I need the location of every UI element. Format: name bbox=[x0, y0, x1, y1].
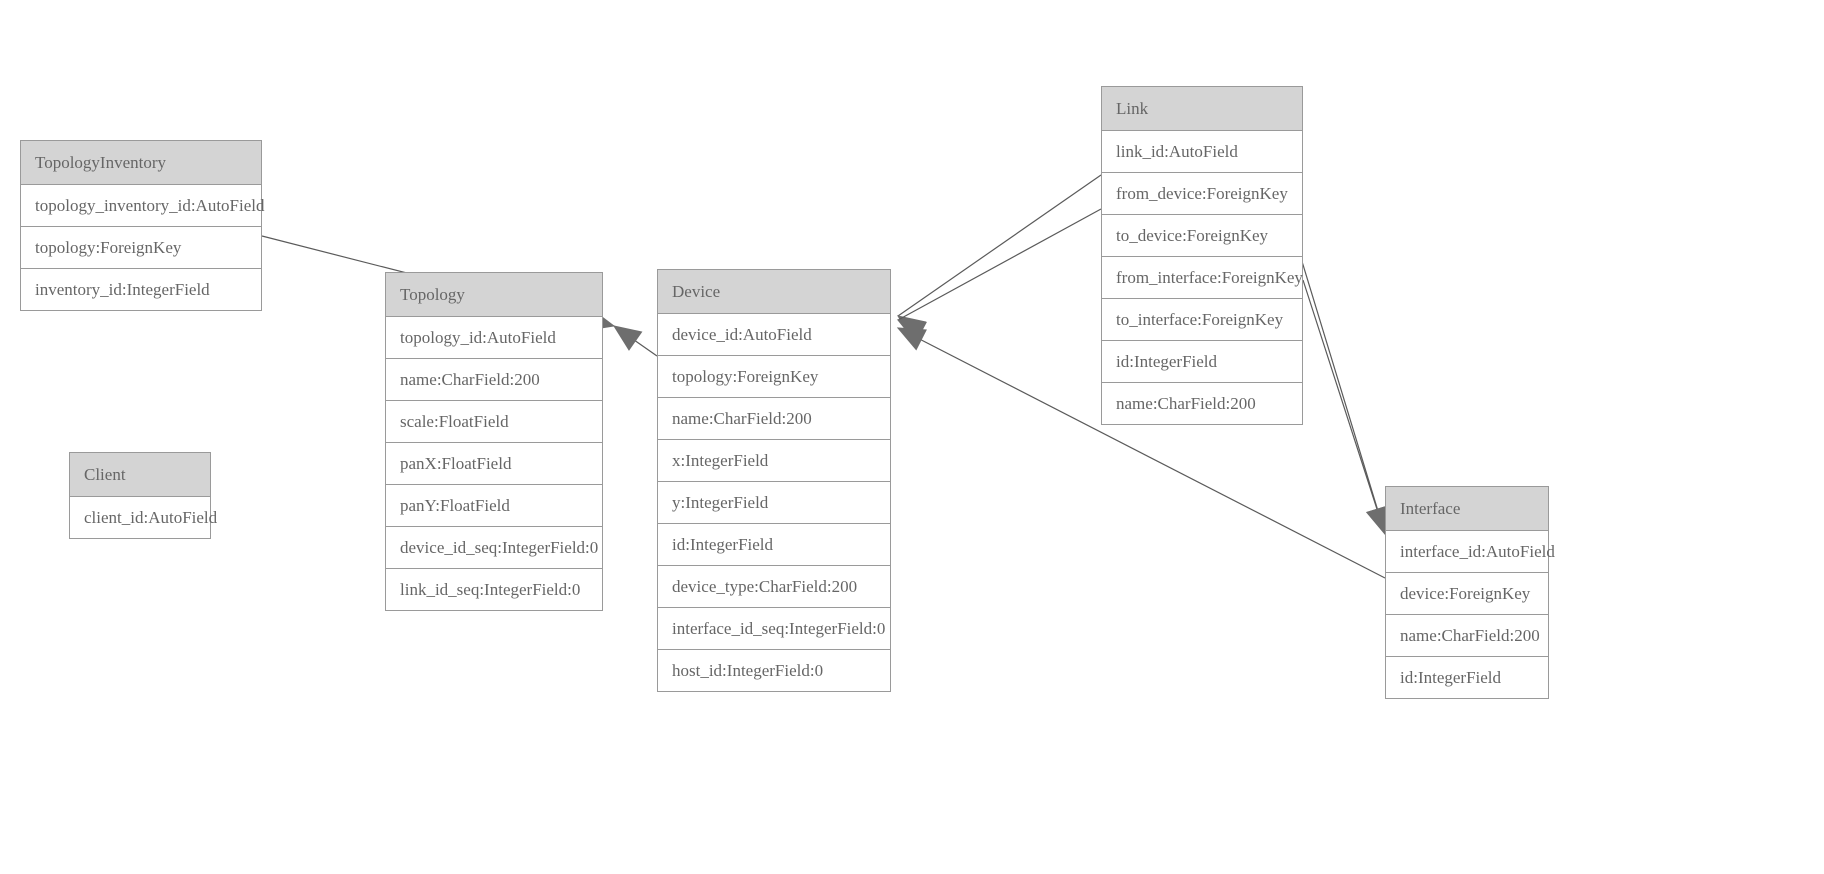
relationship-arrowhead bbox=[896, 319, 927, 343]
entity-field-row[interactable]: client_id:AutoField bbox=[70, 497, 217, 538]
relationship-arrowhead bbox=[896, 327, 927, 351]
entity-field-row[interactable]: panX:FloatField bbox=[386, 443, 602, 485]
entity-field-row[interactable]: id:IntegerField bbox=[1386, 657, 1548, 698]
entity-field-row[interactable]: topology_id:AutoField bbox=[386, 317, 602, 359]
entity-field-row[interactable]: topology:ForeignKey bbox=[21, 227, 261, 269]
entity-field-row[interactable]: device:ForeignKey bbox=[1386, 573, 1548, 615]
relationship-line bbox=[1296, 244, 1386, 535]
entity-field-row[interactable]: from_interface:ForeignKey bbox=[1102, 257, 1303, 299]
relationship-line bbox=[897, 174, 1102, 317]
entity-field-row[interactable]: device_id:AutoField bbox=[658, 314, 890, 356]
entity-field-row[interactable]: x:IntegerField bbox=[658, 440, 890, 482]
entity-field-row[interactable]: to_device:ForeignKey bbox=[1102, 215, 1302, 257]
entity-field-row[interactable]: name:CharField:200 bbox=[1386, 615, 1548, 657]
relationship-arrowhead bbox=[612, 325, 643, 351]
entity-title-topology_inventory: TopologyInventory bbox=[21, 141, 261, 185]
entity-field-row[interactable]: topology_inventory_id:AutoField bbox=[21, 185, 265, 227]
relationship-line bbox=[1302, 279, 1386, 535]
relationship-link-from-interface bbox=[1296, 244, 1389, 536]
relationship-device-topology bbox=[612, 325, 658, 357]
entity-field-row[interactable]: interface_id_seq:IntegerField:0 bbox=[658, 608, 890, 650]
entity-title-topology: Topology bbox=[386, 273, 602, 317]
entity-field-row[interactable]: name:CharField:200 bbox=[658, 398, 890, 440]
entity-title-client: Client bbox=[70, 453, 210, 497]
entity-field-row[interactable]: host_id:IntegerField:0 bbox=[658, 650, 890, 691]
entity-field-row[interactable]: link_id_seq:IntegerField:0 bbox=[386, 569, 602, 610]
entity-field-row[interactable]: device_type:CharField:200 bbox=[658, 566, 890, 608]
entity-title-device: Device bbox=[658, 270, 890, 314]
relationship-line bbox=[897, 208, 1102, 321]
entity-field-row[interactable]: name:CharField:200 bbox=[1102, 383, 1302, 424]
relationship-arrowhead bbox=[896, 315, 927, 341]
entity-field-row[interactable]: topology:ForeignKey bbox=[658, 356, 890, 398]
entity-field-row[interactable]: id:IntegerField bbox=[658, 524, 890, 566]
entity-field-row[interactable]: to_interface:ForeignKey bbox=[1102, 299, 1302, 341]
relationship-line bbox=[613, 325, 658, 357]
entity-field-row[interactable]: panY:FloatField bbox=[386, 485, 602, 527]
relationship-link-to-interface bbox=[1302, 279, 1389, 536]
entity-title-interface: Interface bbox=[1386, 487, 1548, 531]
entity-field-row[interactable]: scale:FloatField bbox=[386, 401, 602, 443]
entity-field-row[interactable]: name:CharField:200 bbox=[386, 359, 602, 401]
relationship-link-from-device bbox=[896, 174, 1102, 341]
entity-field-row[interactable]: from_device:ForeignKey bbox=[1102, 173, 1302, 215]
entity-field-row[interactable]: id:IntegerField bbox=[1102, 341, 1302, 383]
entity-title-link: Link bbox=[1102, 87, 1302, 131]
entity-field-row[interactable]: link_id:AutoField bbox=[1102, 131, 1302, 173]
entity-field-row[interactable]: inventory_id:IntegerField bbox=[21, 269, 261, 310]
relationship-link-to-device bbox=[896, 208, 1102, 343]
entity-field-row[interactable]: device_id_seq:IntegerField:0 bbox=[386, 527, 602, 569]
entity-field-row[interactable]: interface_id:AutoField bbox=[1386, 531, 1555, 573]
entity-field-row[interactable]: y:IntegerField bbox=[658, 482, 890, 524]
